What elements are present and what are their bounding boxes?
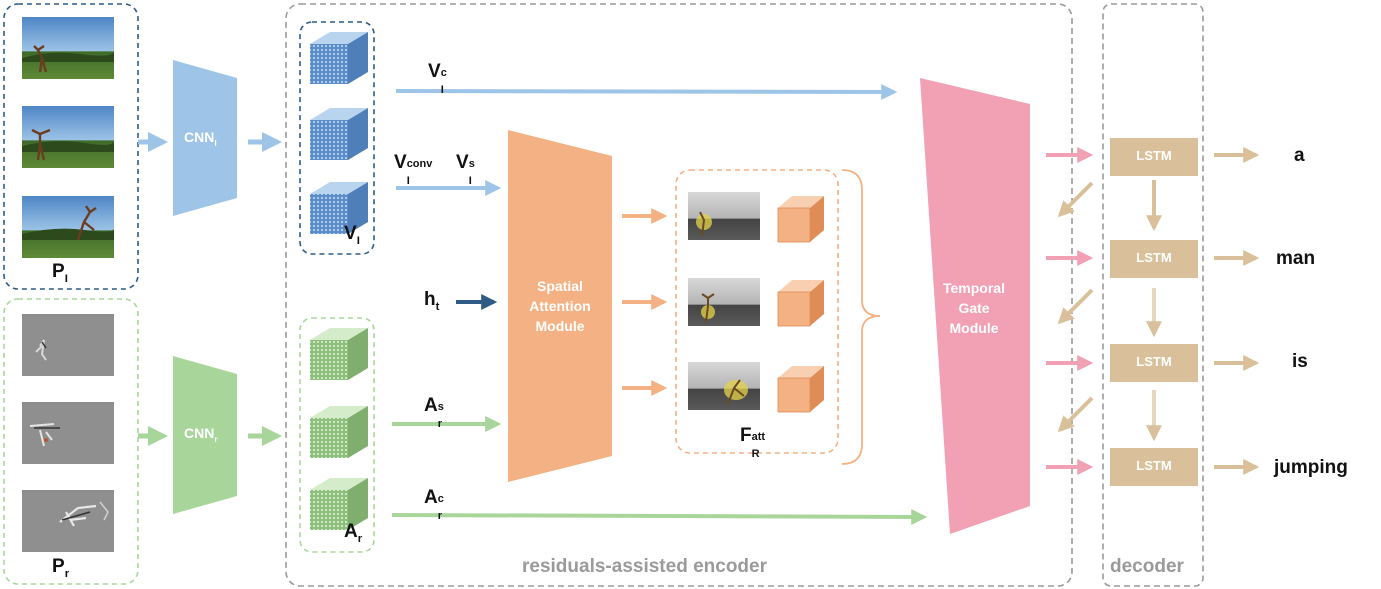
lstm-label-3: LSTM	[1136, 354, 1172, 369]
arrow-feedback-2	[1057, 288, 1094, 325]
attended-frame-3	[688, 362, 760, 410]
arrow-v-c	[395, 83, 898, 100]
lstm-cell-4	[1110, 448, 1198, 486]
cnn-r-block	[173, 356, 237, 514]
attended-frame-2	[688, 278, 760, 326]
encoder-box	[285, 3, 1073, 587]
feature-cube-r-2	[310, 406, 368, 458]
residual-frame-2	[22, 402, 114, 464]
rgb-frame-2	[22, 106, 115, 168]
attention-maps-box	[675, 169, 839, 454]
lstm-cell-1	[1110, 138, 1198, 176]
features-i-label: VI	[344, 223, 360, 247]
feature-cube-r-1	[310, 328, 368, 380]
input-frames-box	[3, 3, 139, 290]
spatial-attention-label: Spatial Attention Module	[529, 278, 591, 334]
feature-cube-i-2	[310, 108, 368, 160]
feature-cube-i-3	[310, 182, 368, 234]
rgb-frame-3	[22, 196, 115, 258]
h-t-label: ht	[424, 289, 440, 313]
arrow-feedback-3	[1057, 396, 1094, 433]
lstm-label-4: LSTM	[1136, 458, 1172, 473]
rgb-frame-1	[22, 17, 114, 79]
output-word-3: is	[1292, 351, 1308, 372]
lstm-cell-2	[1110, 240, 1198, 278]
residual-frames-box	[3, 298, 139, 585]
lstm-label-1: LSTM	[1136, 148, 1172, 163]
output-word-4: jumping	[1274, 457, 1348, 478]
feature-cube-i-1	[310, 32, 368, 84]
temporal-gate-block	[920, 78, 1030, 534]
spatial-attention-block	[508, 130, 612, 482]
output-word-2: man	[1276, 248, 1316, 269]
attended-feature-1	[777, 196, 824, 243]
cnn-i-block	[173, 60, 237, 216]
residual-frames-label: Pr	[52, 556, 70, 580]
cnn-i-label: CNNI	[184, 129, 217, 148]
arrow-feedback-1	[1057, 181, 1094, 218]
cnn-r-label: CNNr	[184, 425, 218, 444]
encoder-label: residuals-assisted encoder	[522, 556, 767, 577]
input-frames-label: PI	[52, 261, 68, 285]
grouping-brace	[841, 169, 881, 465]
decoder-box	[1102, 3, 1204, 587]
feature-r-box	[299, 317, 375, 553]
feature-cube-r-3	[310, 478, 368, 530]
arrow-a-c	[391, 508, 928, 525]
residual-frame-3	[22, 490, 114, 552]
output-word-1: a	[1294, 145, 1305, 166]
features-r-label: Ar	[344, 521, 363, 545]
decoder-label: decoder	[1110, 556, 1184, 577]
feature-i-box	[299, 21, 375, 255]
attended-frame-1	[688, 192, 760, 240]
lstm-cell-3	[1110, 344, 1198, 382]
attended-feature-3	[777, 366, 824, 413]
temporal-gate-label: Temporal Gate Module	[943, 280, 1005, 336]
attended-feature-2	[777, 280, 824, 327]
lstm-label-2: LSTM	[1136, 250, 1172, 265]
residual-frame-1	[22, 314, 114, 376]
